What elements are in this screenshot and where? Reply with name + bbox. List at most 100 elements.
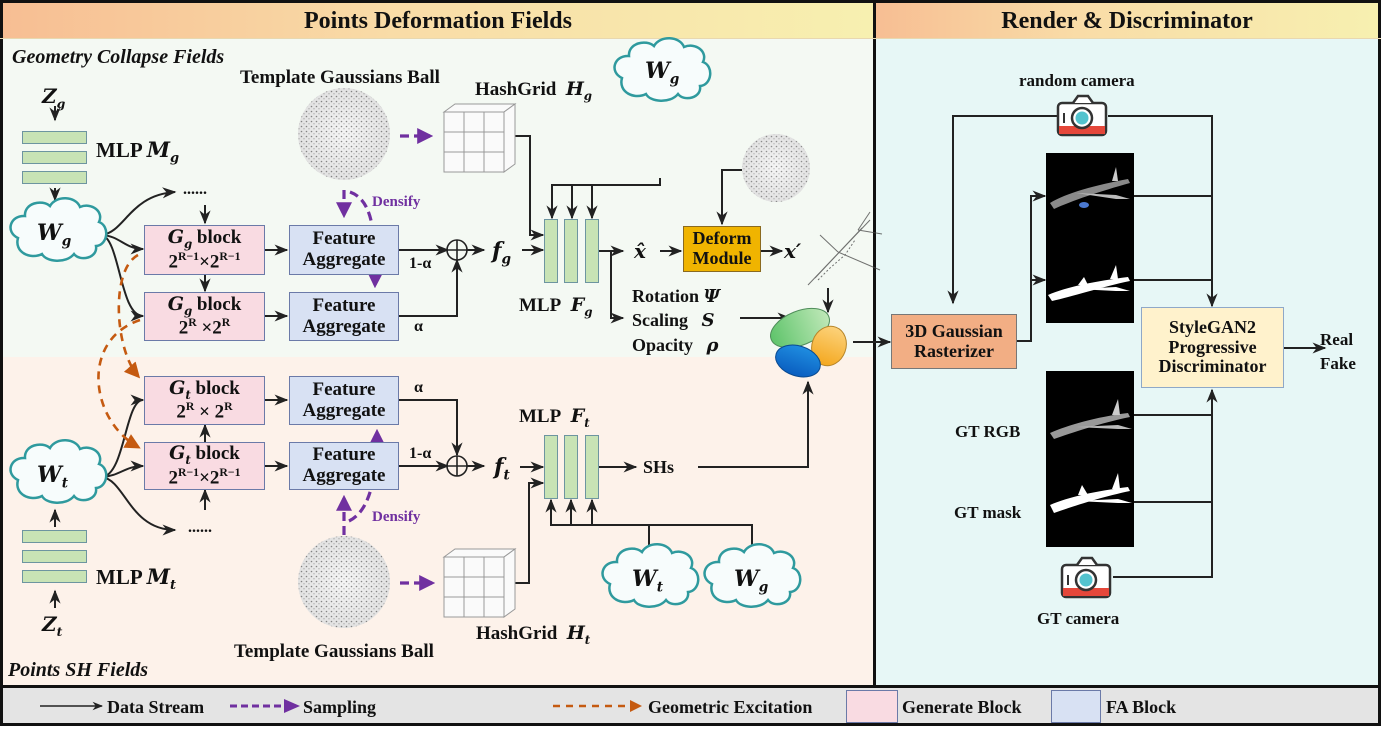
mlp-mg-layer-1 [22,131,87,144]
weight-alpha-geometry: α [414,318,423,335]
gt-mask-image [1046,461,1134,547]
sh-ellipsis: ...... [188,519,212,536]
mlp-mg-label: MLP Mg [96,137,180,167]
mlp-mg-layer-2 [22,151,87,164]
template-ball-sh-label: Template Gaussians Ball [234,641,434,662]
cloud-wt-left [9,439,108,504]
x-prime-label: x′ [784,239,802,263]
right-header-bg [875,3,1378,39]
cloud-wg-left [9,197,108,262]
gg-block-high-res: Gg block 2R ×2R [144,292,265,341]
geometry-section-label: Geometry Collapse Fields [12,46,225,68]
wg-bottom-cloud-label: Wg [734,566,769,596]
ft-label: ft [494,454,510,484]
arrow-camera-rasterizer [947,115,1057,305]
cloud-wt-bottom [601,543,700,608]
mlp-ft-label: MLP Ft [519,405,590,430]
sh-section-label: Points SH Fields [8,659,149,681]
arrow-wg2-mlp-bar1 [546,178,661,220]
gt-rgb-image [1046,371,1134,461]
mlp-fg-layer-3 [585,219,599,283]
hashgrid-cube-g [442,103,517,173]
arrow-tfa1-plus [399,399,463,457]
arrow-wg-ellipsis [101,187,177,236]
gt-block-low-res: Gt block 2R−1×2R−1 [144,442,265,490]
gt-camera-label: GT camera [1037,609,1120,628]
arrow-sphere-deform [716,169,742,226]
gt-rgb-label: GT RGB [955,422,1021,441]
legend: Data Stream Sampling Geometric Excitatio… [0,688,1381,726]
gt-block-high-res: Gt block 2R × 2R [144,376,265,425]
mlp-mt-layer-3 [22,570,87,583]
arrow-rasterizer-rgb [1017,190,1047,342]
gt-mask-label: GT mask [954,503,1022,522]
arrow-wt-ellipsis [101,476,177,536]
excitation-block2-tblock2 [97,318,141,449]
arrow-fa2-plus [399,258,463,317]
arrow-hg-mlp [513,135,545,241]
arrow-gtcamera-discriminator [1113,388,1218,578]
header-underline [0,38,1381,39]
densify-label-geometry: Densify [372,194,421,210]
hashgrid-hg-label: HashGrid Hg [475,78,592,103]
mlp-ft-layer-3 [585,435,599,499]
weight-alpha-sh: α [414,379,423,396]
wg-cloud-label: Wg [37,220,72,250]
output-fake-label: Fake [1320,354,1356,373]
gg-block-low-res: Gg block 2R−1×2R−1 [144,225,265,275]
legend-fa-block-swatch [1051,690,1101,723]
zt-label: Zt [42,612,63,639]
arrow-ht-mlp [514,477,545,584]
geometry-ellipsis: ...... [183,181,207,198]
cloud-wg-bottom [703,543,802,608]
mlp-mt-layer-2 [22,550,87,563]
random-camera-icon [1056,93,1108,137]
left-header-bg [3,3,875,39]
wt-bottom-cloud-label: Wt [632,566,664,596]
weight-1-minus-alpha-geometry: 1-α [409,255,432,272]
rotation-attr: Rotation Ψ [632,286,720,307]
cloud-wg-top [613,37,712,102]
mlp-fg-label: MLP Fg [519,294,593,319]
hashgrid-cube-t [442,548,517,618]
legend-data-stream-label: Data Stream [107,697,205,717]
arrow-wg-block2 [101,234,145,322]
legend-sampling-label: Sampling [303,697,377,717]
wg-top-cloud-label: Wg [645,58,680,88]
output-real-label: Real [1320,330,1354,349]
mlp-fg-layer-2 [564,219,578,283]
scaling-attr: Scaling S [632,310,715,331]
left-panel-title: Points Deformation Fields [304,8,572,34]
x-hat-label: x̂ [634,239,646,263]
arrow-shs-gaussians [698,380,814,468]
arrow-mlp-attrs [610,251,625,324]
arrow-wt-block2 [101,460,145,478]
random-camera-label: random camera [1019,71,1135,90]
excitation-block1-tblock1 [117,253,141,379]
densify-label-sh: Densify [372,509,421,525]
legend-generate-block-label: Generate Block [902,697,1022,717]
opacity-attr: Opacity ρ [632,335,719,356]
template-ball-geometry-label: Template Gaussians Ball [240,67,440,88]
gt-camera-icon [1060,555,1112,599]
mlp-ft-layer-1 [544,435,558,499]
wt-cloud-label: Wt [37,462,69,492]
arrow-camera-discriminator [1108,115,1218,308]
gaussian-orange [811,325,847,367]
legend-divider [0,685,1381,688]
mlp-ft-layer-2 [564,435,578,499]
rendered-mask-image [1046,237,1134,323]
legend-fa-block-label: FA Block [1106,697,1177,717]
fg-label: fg [492,238,511,268]
panel-divider [873,0,876,688]
legend-generate-block-swatch [846,690,898,723]
mlp-mt-label: MLP Mt [96,564,177,594]
mlp-fg-layer-1 [544,219,558,283]
